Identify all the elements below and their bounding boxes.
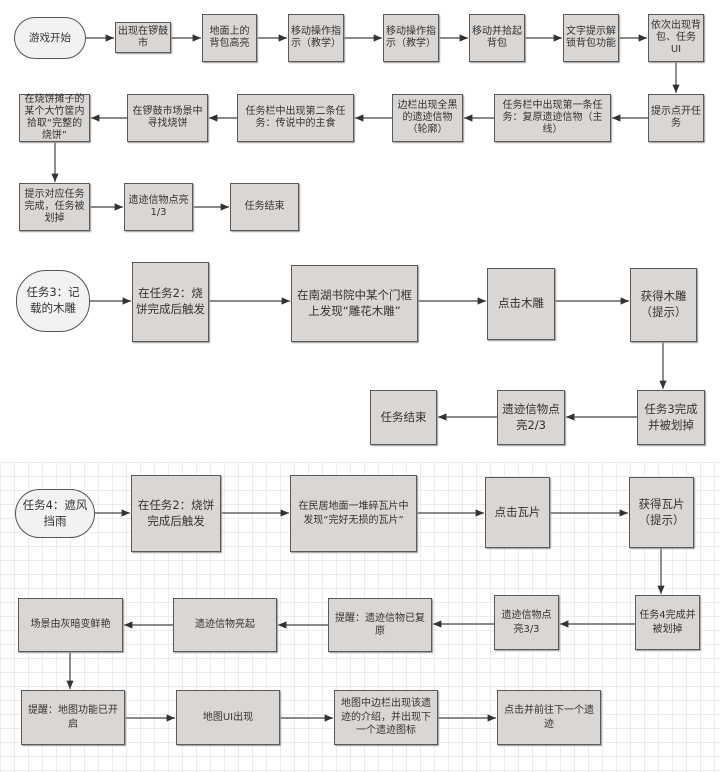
start-node-task4: 任务4：遮风挡雨 [15, 489, 95, 538]
flow-step: 依次出现背包、任务UI [648, 14, 704, 62]
flow-step: 边栏出现全黑的遗迹信物（轮廓） [392, 94, 463, 142]
flow-step: 地图UI出现 [176, 690, 280, 745]
flow-step: 移动操作指示（教学） [288, 14, 344, 62]
flow-step: 场景由灰暗变鲜艳 [18, 598, 123, 652]
flow-step-end: 任务结束 [370, 390, 437, 445]
flow-step: 获得木雕（提示） [630, 268, 697, 342]
start-node-task3: 任务3：记载的木雕 [16, 270, 90, 332]
flow-step: 在任务2：烧饼完成后触发 [131, 475, 221, 552]
flow-step: 在南湖书院中某个门框上发现“雕花木雕” [291, 265, 418, 342]
flow-step: 在锣鼓市场景中寻找烧饼 [127, 94, 208, 142]
flow-step: 任务4完成并被划掉 [635, 595, 700, 650]
flow-step-end: 任务结束 [230, 183, 299, 231]
flow-step: 遗迹信物点亮2/3 [497, 390, 565, 445]
flow-step: 点击木雕 [487, 268, 555, 340]
flow-step: 文字提示解锁背包功能 [563, 14, 619, 62]
flow-step: 遗迹信物点亮1/3 [124, 183, 193, 231]
flow-step: 点击瓦片 [485, 477, 550, 548]
flow-step: 获得瓦片（提示） [629, 477, 694, 548]
flow-step: 在民居地面一堆碎瓦片中发现“完好无损的瓦片” [290, 475, 417, 552]
flow-step: 提醒：地图功能已开启 [21, 690, 125, 745]
flow-step: 提示点开任务 [648, 94, 704, 142]
flow-step: 移动并拾起背包 [469, 14, 525, 62]
flow-step: 任务3完成并被划掉 [637, 390, 705, 445]
flow-step: 出现在锣鼓市 [115, 22, 171, 53]
start-node-game-start: 游戏开始 [14, 17, 86, 59]
flow-step: 地面上的背包高亮 [202, 14, 257, 62]
flow-step: 提醒：遗迹信物已复原 [328, 598, 432, 652]
flow-step: 地图中边栏出现该遗迹的介绍，并出现下一个遗迹图标 [334, 690, 438, 745]
flow-step: 在任务2：烧饼完成后触发 [132, 262, 209, 342]
flow-step: 提示对应任务完成，任务被划掉 [19, 183, 90, 231]
flow-step: 在烧饼摊子的某个大竹筐内拾取“完整的烧饼” [19, 94, 90, 142]
flow-step: 遗迹信物亮起 [173, 598, 277, 652]
flow-step: 任务栏中出现第一条任务：复原遗迹信物（主线） [494, 94, 611, 142]
flow-step: 移动操作指示（教学） [383, 14, 439, 62]
flow-step: 遗迹信物点亮3/3 [494, 595, 559, 650]
flow-step-end: 点击并前往下一个遗迹 [497, 690, 601, 745]
flow-step: 任务栏中出现第二条任务：传说中的主食 [237, 94, 354, 142]
